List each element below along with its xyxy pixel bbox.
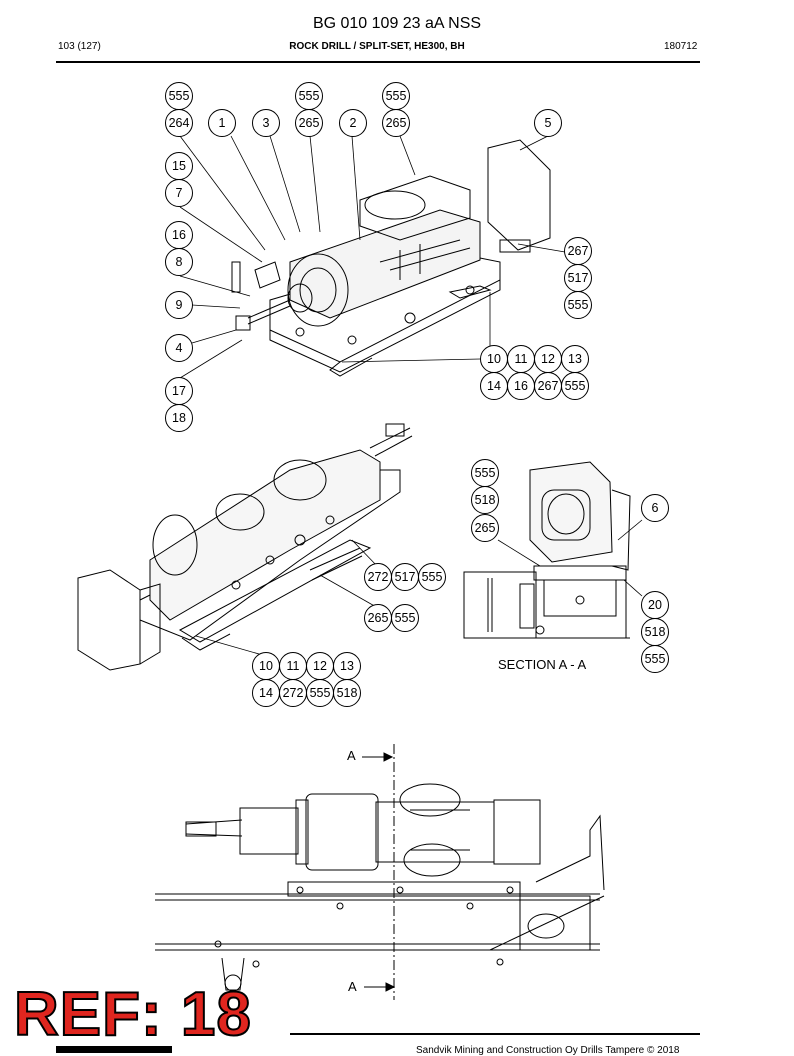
isometric-drill-view-top: [231, 139, 551, 377]
callout-bubble: 1: [208, 109, 236, 137]
callout-bubble: 12: [534, 345, 562, 373]
page-title: ROCK DRILL / SPLIT-SET, HE300, BH: [289, 41, 465, 52]
section-a-a-view: [463, 461, 631, 639]
callout-bubble: 17: [165, 377, 193, 405]
reference-stamp: REF: 18: [13, 980, 252, 1049]
callout-bubble: 555: [306, 679, 334, 707]
callout-bubble: 14: [480, 372, 508, 400]
callout-bubble: 265: [364, 604, 392, 632]
callout-bubble: 518: [471, 486, 499, 514]
callout-bubble: 518: [333, 679, 361, 707]
callout-bubble: 518: [641, 618, 669, 646]
callout-bubble: 13: [561, 345, 589, 373]
header-rule: [56, 61, 700, 63]
callout-bubble: 272: [279, 679, 307, 707]
callout-bubble: 555: [165, 82, 193, 110]
callout-bubble: 2: [339, 109, 367, 137]
isometric-drill-view-middle: [77, 423, 413, 671]
callout-bubble: 18: [165, 404, 193, 432]
callout-bubble: 267: [564, 237, 592, 265]
callout-bubble: 11: [279, 652, 307, 680]
callout-bubble: 555: [382, 82, 410, 110]
callout-bubble: 555: [471, 459, 499, 487]
side-elevation-view: [155, 783, 605, 992]
callout-bubble: 517: [391, 563, 419, 591]
callout-bubble: 20: [641, 591, 669, 619]
callout-bubble: 7: [165, 179, 193, 207]
document-number: BG 010 109 23 aA NSS: [312, 15, 482, 32]
callout-bubble: 11: [507, 345, 535, 373]
section-marker-top: A: [347, 748, 356, 763]
callout-bubble: 4: [165, 334, 193, 362]
callout-bubble: 265: [471, 514, 499, 542]
callout-bubble: 15: [165, 152, 193, 180]
callout-bubble: 9: [165, 291, 193, 319]
callout-bubble: 272: [364, 563, 392, 591]
callout-bubble: 267: [534, 372, 562, 400]
callout-bubble: 5: [534, 109, 562, 137]
callout-bubble: 555: [295, 82, 323, 110]
callout-bubble: 3: [252, 109, 280, 137]
callout-bubble: 555: [418, 563, 446, 591]
callout-bubble: 10: [252, 652, 280, 680]
callout-bubble: 13: [333, 652, 361, 680]
copyright-footer: Sandvik Mining and Construction Oy Drill…: [416, 1045, 680, 1056]
callout-bubble: 555: [641, 645, 669, 673]
callout-bubble: 12: [306, 652, 334, 680]
callout-bubble: 264: [165, 109, 193, 137]
footer-rule: [290, 1033, 700, 1035]
callout-bubble: 555: [564, 291, 592, 319]
callout-bubble: 555: [561, 372, 589, 400]
section-label: SECTION A - A: [498, 657, 587, 672]
callout-bubble: 14: [252, 679, 280, 707]
callout-bubble: 265: [382, 109, 410, 137]
sandvik-logo: [56, 1046, 172, 1053]
callout-bubble: 16: [507, 372, 535, 400]
page-number: 103 (127): [58, 41, 101, 52]
callout-bubble: 10: [480, 345, 508, 373]
callout-bubble: 8: [165, 248, 193, 276]
document-date: 180712: [664, 41, 698, 52]
section-marker-bottom: A: [348, 979, 357, 994]
callout-bubble: 16: [165, 221, 193, 249]
callout-bubble: 6: [641, 494, 669, 522]
callout-bubble: 265: [295, 109, 323, 137]
callout-bubble: 517: [564, 264, 592, 292]
callout-bubble: 555: [391, 604, 419, 632]
